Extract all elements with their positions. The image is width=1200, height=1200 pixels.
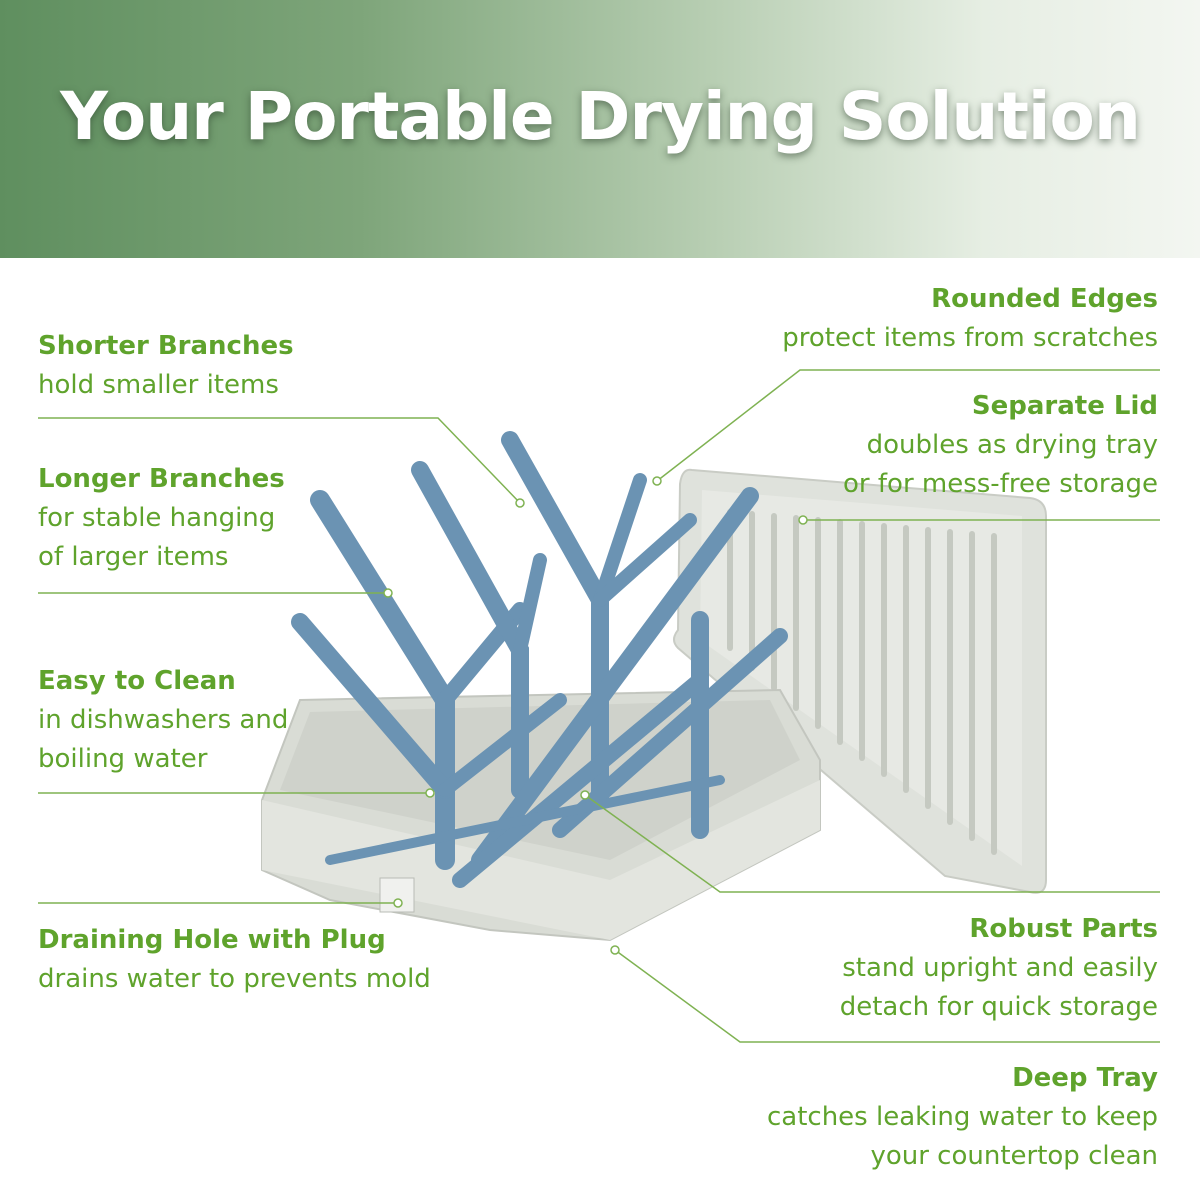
callout-text: of larger items <box>38 542 229 572</box>
callout-rounded-edges: Rounded Edges protect items from scratch… <box>782 279 1158 358</box>
callout-separate-lid: Separate Lid doubles as drying tray or f… <box>843 386 1158 504</box>
callout-text: protect items from scratches <box>782 323 1158 353</box>
callout-heading: Separate Lid <box>971 391 1158 421</box>
callout-heading: Shorter Branches <box>38 331 294 361</box>
page-title: Your Portable Drying Solution <box>60 78 1141 155</box>
callout-deep-tray: Deep Tray catches leaking water to keep … <box>767 1058 1158 1176</box>
callout-text: stand upright and easily <box>842 953 1158 983</box>
callout-text: catches leaking water to keep <box>766 1102 1158 1132</box>
callout-heading: Draining Hole with Plug <box>38 925 386 955</box>
callout-text: drains water to prevents mold <box>38 964 431 994</box>
callout-text: boiling water <box>38 744 208 774</box>
callout-text: your countertop clean <box>870 1141 1158 1171</box>
callout-heading: Easy to Clean <box>38 666 236 696</box>
leader-lines <box>38 369 1160 1043</box>
callout-heading: Robust Parts <box>969 914 1158 944</box>
callout-text: for stable hanging <box>38 503 276 533</box>
lid-shape <box>673 468 1047 894</box>
callout-text: detach for quick storage <box>839 992 1158 1022</box>
branches-shape <box>291 431 788 888</box>
callout-draining-hole: Draining Hole with Plug drains water to … <box>38 920 431 999</box>
callout-heading: Longer Branches <box>38 464 285 494</box>
leader-dots <box>383 476 808 955</box>
callout-shorter-branches: Shorter Branches hold smaller items <box>38 326 294 405</box>
callout-robust-parts: Robust Parts stand upright and easily de… <box>840 909 1158 1027</box>
callout-text: doubles as drying tray <box>866 430 1158 460</box>
header-banner: Your Portable Drying Solution <box>0 0 1200 258</box>
callout-text: in dishwashers and <box>38 705 289 735</box>
callout-text: hold smaller items <box>38 370 279 400</box>
callout-easy-to-clean: Easy to Clean in dishwashers and boiling… <box>38 661 288 779</box>
callout-longer-branches: Longer Branches for stable hanging of la… <box>38 459 285 577</box>
callout-heading: Deep Tray <box>1012 1063 1158 1093</box>
callout-heading: Rounded Edges <box>931 284 1158 314</box>
callout-text: or for mess-free storage <box>843 469 1158 499</box>
